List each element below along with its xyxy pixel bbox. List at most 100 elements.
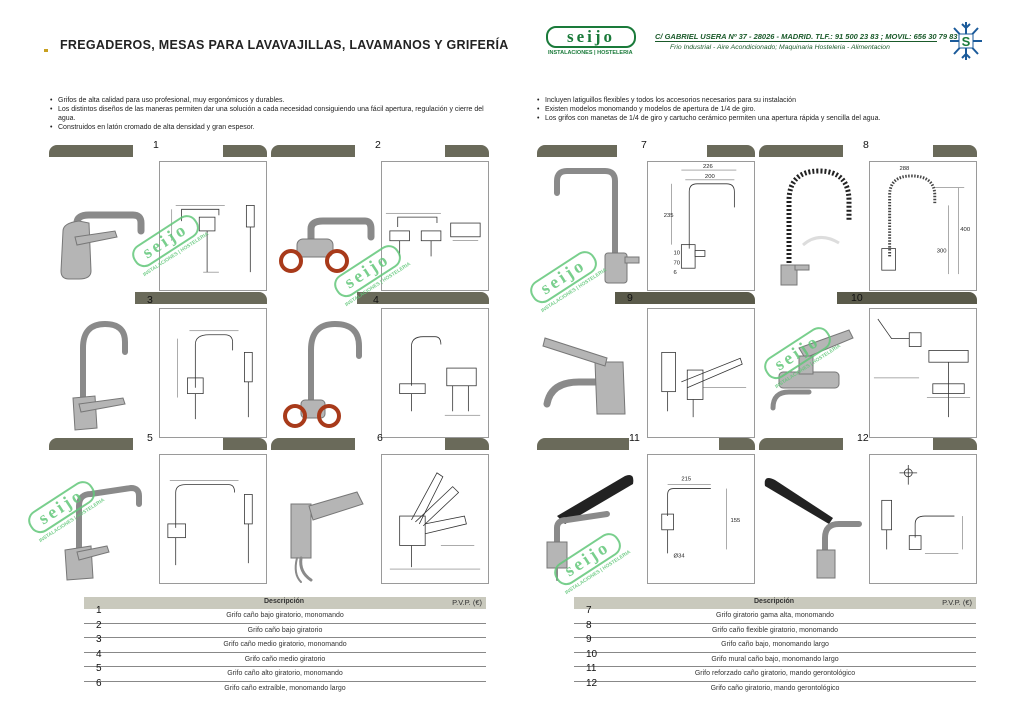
svg-text:200: 200 [705,174,716,180]
contact-underline [655,41,937,42]
product-cell-4[interactable]: 4 [271,292,489,440]
product-cell-11[interactable]: 11 215 155 Ø34 [537,432,755,586]
column-header-price: P.V.P. (€) [942,598,972,607]
cell-header-bar: 1 [49,139,267,157]
faucet-drawing [159,454,267,584]
svg-text:400: 400 [960,227,971,233]
product-cell-12[interactable]: 12 [759,432,977,586]
features-list-left: Grifos de alta calidad para uso profesio… [50,96,495,132]
svg-text:S: S [962,34,971,49]
product-cell-1[interactable]: 1 [49,139,267,293]
faucet-photo [49,161,157,291]
list-item: Los grifos con manetas de 1/4 de giro y … [537,114,982,123]
faucet-drawing: 215 155 Ø34 [647,454,755,584]
product-cell-10[interactable]: 10 [759,292,977,440]
product-cell-2[interactable]: 2 [271,139,489,293]
faucet-photo [49,454,157,584]
table-header: Descripción P.V.P. (€) [84,597,486,609]
features-list-right: Incluyen latiguillos flexibles y todos l… [537,96,982,123]
faucet-drawing: 288 400 300 [869,161,977,291]
cell-header-bar: 5 [49,432,267,450]
cell-header-bar: 3 [49,292,267,306]
faucet-photo [537,161,645,291]
table-header: Descripción P.V.P. (€) [574,597,976,609]
product-number: 2 [375,139,381,151]
cell-header-bar: 12 [759,432,977,450]
cell-header-bar: 7 [537,139,755,157]
faucet-drawing [381,161,489,291]
cell-header-bar: 10 [759,292,977,304]
product-cell-5[interactable]: 5 [49,432,267,586]
faucet-drawing [159,161,267,291]
product-number: 8 [863,139,869,151]
title-accent [44,49,48,52]
product-number: 10 [851,292,863,304]
product-number: 9 [627,292,633,304]
cell-header-bar: 4 [271,292,489,306]
faucet-drawing [647,308,755,438]
cell-header-bar: 2 [271,139,489,157]
svg-text:Ø34: Ø34 [674,553,686,559]
svg-text:70: 70 [674,260,681,266]
product-cell-8[interactable]: 8 288 400 300 [759,139,977,293]
column-header-price: P.V.P. (€) [452,598,482,607]
product-number: 12 [857,432,869,444]
svg-text:155: 155 [730,518,741,524]
seijo-logo: seijo INSTALACIONES | HOSTELERIA [546,26,650,56]
svg-text:288: 288 [899,166,910,172]
product-number: 6 [377,432,383,444]
svg-text:6: 6 [674,270,678,276]
faucet-drawing [381,308,489,438]
product-number: 7 [641,139,647,151]
faucet-photo [759,454,867,584]
faucet-drawing [159,308,267,438]
svg-text:215: 215 [681,477,692,483]
product-number: 1 [153,139,159,151]
list-item: Existen modelos monomando y modelos de a… [537,105,982,114]
faucet-photo [271,161,379,291]
product-number: 11 [629,432,640,444]
logo-subtitle: INSTALACIONES | HOSTELERIA [548,50,633,56]
cell-header-bar: 11 [537,432,755,450]
cell-header-bar: 9 [537,292,755,304]
svg-text:300: 300 [937,249,948,255]
list-item: Grifos de alta calidad para uso profesio… [50,96,495,105]
column-header-description: Descripción [754,598,795,605]
cell-header-bar: 6 [271,432,489,450]
product-number: 4 [373,294,379,306]
faucet-photo [759,161,867,291]
product-number: 5 [147,432,153,444]
faucet-photo [271,454,379,584]
product-cell-3[interactable]: 3 [49,292,267,440]
faucet-photo [759,308,867,438]
svg-text:235: 235 [664,213,675,219]
page-title: FREGADEROS, MESAS PARA LAVAVAJILLAS, LAV… [60,38,509,52]
column-header-description: Descripción [264,598,305,605]
logo-wordmark: seijo [546,26,636,48]
faucet-drawing [869,454,977,584]
svg-text:10: 10 [674,250,681,256]
product-cell-7[interactable]: 7 226 200 235 10 70 6 [537,139,755,293]
svg-text:226: 226 [703,164,714,170]
faucet-drawing [869,308,977,438]
contact-line: C/ GABRIEL USERA Nº 37 - 28026 - MADRID.… [655,32,958,41]
list-item: Construidos en latón cromado de alta den… [50,123,495,132]
list-item: Los distintos diseños de las maneras per… [50,105,495,123]
product-cell-9[interactable]: 9 [537,292,755,440]
faucet-photo [49,308,157,438]
product-cell-6[interactable]: 6 [271,432,489,586]
